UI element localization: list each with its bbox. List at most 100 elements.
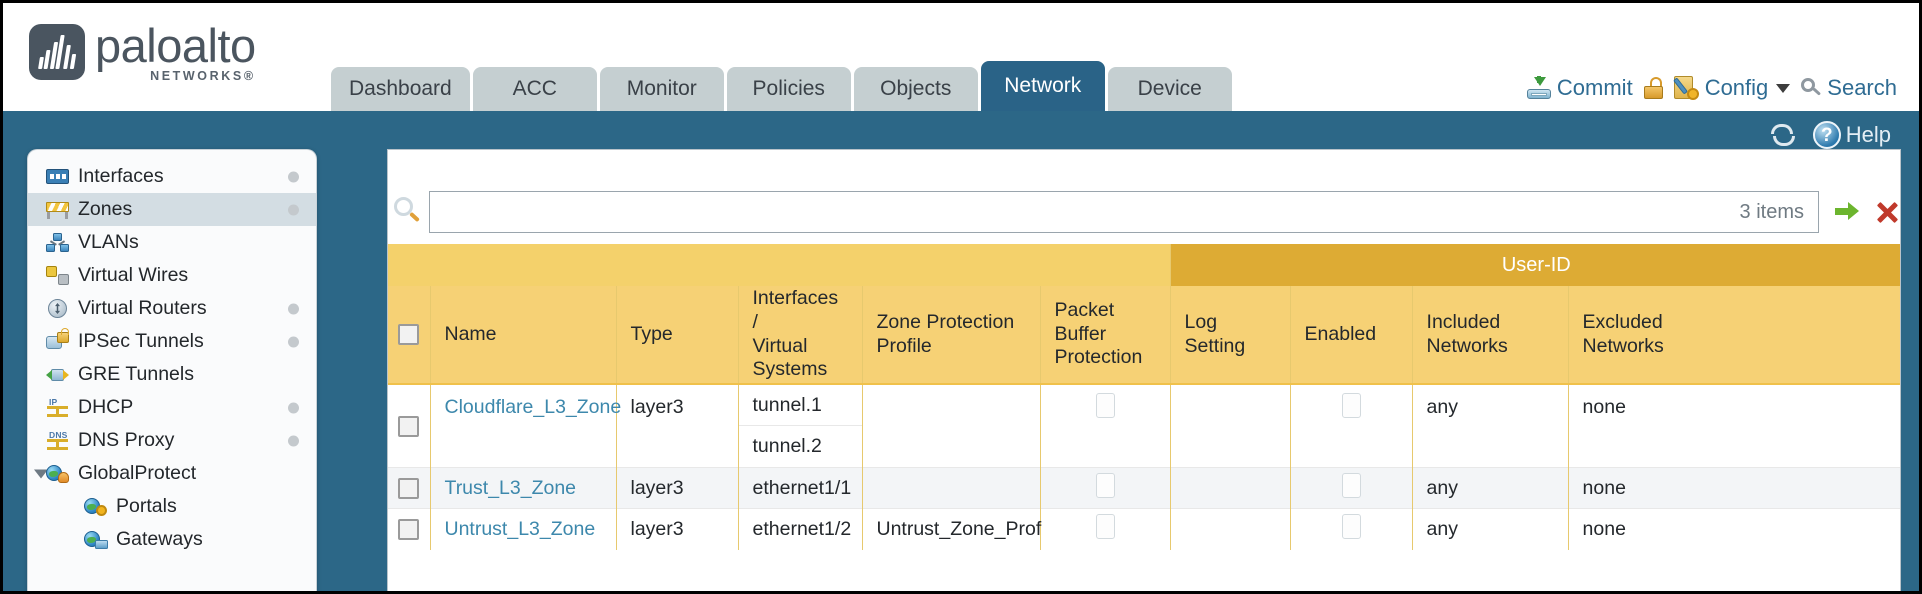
sidebar-item-dhcp[interactable]: IP DHCP [28,391,316,424]
group-header-userid: User-ID [1170,244,1900,286]
cell-included-networks: any [1412,384,1569,468]
search-button[interactable]: Search [1801,75,1897,101]
tab-device[interactable]: Device [1107,67,1232,111]
commit-label: Commit [1556,75,1633,100]
column-header-interfaces[interactable]: Interfaces / Virtual Systems [738,286,863,385]
interface-entry: tunnel.1 [738,385,862,426]
help-button[interactable]: ? Help [1812,121,1891,149]
sidebar-item-portals[interactable]: Portals [28,490,316,523]
tab-acc[interactable]: ACC [472,67,597,111]
zone-name-link[interactable]: Cloudflare_L3_Zone [444,396,622,418]
column-header-zone-protection-profile[interactable]: Zone Protection Profile [862,286,1041,385]
column-header-excluded-networks[interactable]: Excluded Networks [1568,286,1900,385]
packet-buffer-protection-checkbox[interactable] [1095,393,1115,418]
paloalto-logo: paloalto NETWORKS® [29,21,256,83]
apply-filter-icon[interactable] [1832,197,1862,227]
table-row[interactable]: Untrust_L3_Zone layer3 ethernet1/2 Untru… [388,508,1900,550]
expander-triangle-icon[interactable] [34,469,48,478]
userid-enabled-checkbox[interactable] [1341,393,1361,418]
item-count-label: 3 items [1739,200,1804,223]
cell-userid-enabled [1290,508,1413,550]
cell-included-networks: any [1412,467,1569,509]
sidebar-item-gateways[interactable]: Gateways [28,523,316,556]
cell-zone-protection-profile [862,384,1041,468]
cell-interfaces: ethernet1/1 [738,467,863,509]
sidebar-item-dns-proxy[interactable]: DNS DNS Proxy [28,424,316,457]
col-interfaces-l2: Virtual [752,334,808,357]
row-select-cell [388,508,431,550]
cell-included-networks: any [1412,508,1569,550]
sidebar-item-label: Interfaces [78,165,164,187]
column-header-packet-buffer-protection[interactable]: Packet Buffer Protection [1040,286,1171,385]
tab-monitor[interactable]: Monitor [599,67,724,111]
search-input[interactable]: 3 items [429,191,1819,233]
cell-type: layer3 [616,384,739,468]
sidebar-item-label: Gateways [116,528,203,550]
tab-dashboard[interactable]: Dashboard [331,67,470,111]
commit-icon [1526,76,1551,99]
zone-name-link[interactable]: Trust_L3_Zone [444,476,577,499]
table-row[interactable]: Trust_L3_Zone layer3 ethernet1/1 any non… [388,467,1900,509]
brand-tagline: NETWORKS® [95,69,256,83]
column-header-log-setting[interactable]: Log Setting [1170,286,1291,385]
sidebar-item-virtual-wires[interactable]: Virtual Wires [28,259,316,292]
sidebar-item-interfaces[interactable]: Interfaces [28,160,316,193]
tab-objects[interactable]: Objects [853,67,978,111]
cell-excluded-networks: none [1568,467,1900,509]
search-label: Search [1827,75,1897,100]
network-sidebar: Interfaces Zones VLANs Virtual Wires Vir… [27,149,317,591]
search-icon[interactable] [387,191,429,233]
row-checkbox[interactable] [398,415,420,437]
sidebar-item-label: Virtual Wires [78,264,189,286]
lock-button[interactable] [1643,77,1663,99]
col-zoneprot-l2: Profile [876,334,932,357]
sidebar-item-ipsec-tunnels[interactable]: IPSec Tunnels [28,325,316,358]
help-label: Help [1845,122,1891,147]
refresh-icon[interactable] [1770,123,1797,147]
sidebar-item-gre-tunnels[interactable]: GRE Tunnels [28,358,316,391]
col-excl-l2: Networks [1582,334,1664,357]
tab-policies[interactable]: Policies [726,67,851,111]
cell-log-setting [1170,508,1291,550]
search-icon [1801,78,1822,98]
globalprotect-icon [46,464,69,483]
group-header-spacer [388,244,1171,286]
sidebar-item-vlans[interactable]: VLANs [28,226,316,259]
column-header-included-networks[interactable]: Included Networks [1412,286,1569,385]
commit-button[interactable]: Commit [1526,75,1633,101]
cell-type: layer3 [616,467,739,509]
sidebar-item-zones[interactable]: Zones [28,193,316,226]
sidebar-item-label: Zones [78,198,133,220]
clear-filter-icon[interactable] [1873,198,1901,226]
sidebar-item-virtual-routers[interactable]: Virtual Routers [28,292,316,325]
table-row[interactable]: Cloudflare_L3_Zone layer3 tunnel.1 tunne… [388,384,1900,468]
cell-userid-enabled [1290,384,1413,468]
config-menu[interactable]: Config [1672,75,1791,101]
column-header-name[interactable]: Name [430,286,617,385]
virtual-wires-icon [46,266,69,285]
sidebar-item-globalprotect[interactable]: GlobalProtect [28,457,316,490]
vlans-icon [46,233,69,252]
userid-enabled-checkbox[interactable] [1341,513,1361,539]
packet-buffer-protection-checkbox[interactable] [1095,513,1115,539]
cell-zone-protection-profile [862,467,1041,509]
cell-name: Untrust_L3_Zone [430,508,617,550]
zone-name-link[interactable]: Untrust_L3_Zone [444,517,596,540]
packet-buffer-protection-checkbox[interactable] [1095,472,1115,498]
column-header-type[interactable]: Type [616,286,739,385]
userid-enabled-checkbox[interactable] [1341,472,1361,498]
row-checkbox[interactable] [398,477,420,499]
interfaces-icon [46,167,69,186]
cell-interfaces: ethernet1/2 [738,508,863,550]
sidebar-status-dot [288,171,299,182]
sidebar-status-dot [288,435,299,446]
cell-log-setting [1170,467,1291,509]
col-incl-l2: Networks [1426,334,1508,357]
sidebar-status-dot [288,336,299,347]
cell-type: layer3 [616,508,739,550]
row-checkbox[interactable] [398,519,420,541]
column-header-enabled[interactable]: Enabled [1290,286,1413,385]
tab-network[interactable]: Network [980,61,1105,111]
select-all-checkbox[interactable] [398,323,420,345]
